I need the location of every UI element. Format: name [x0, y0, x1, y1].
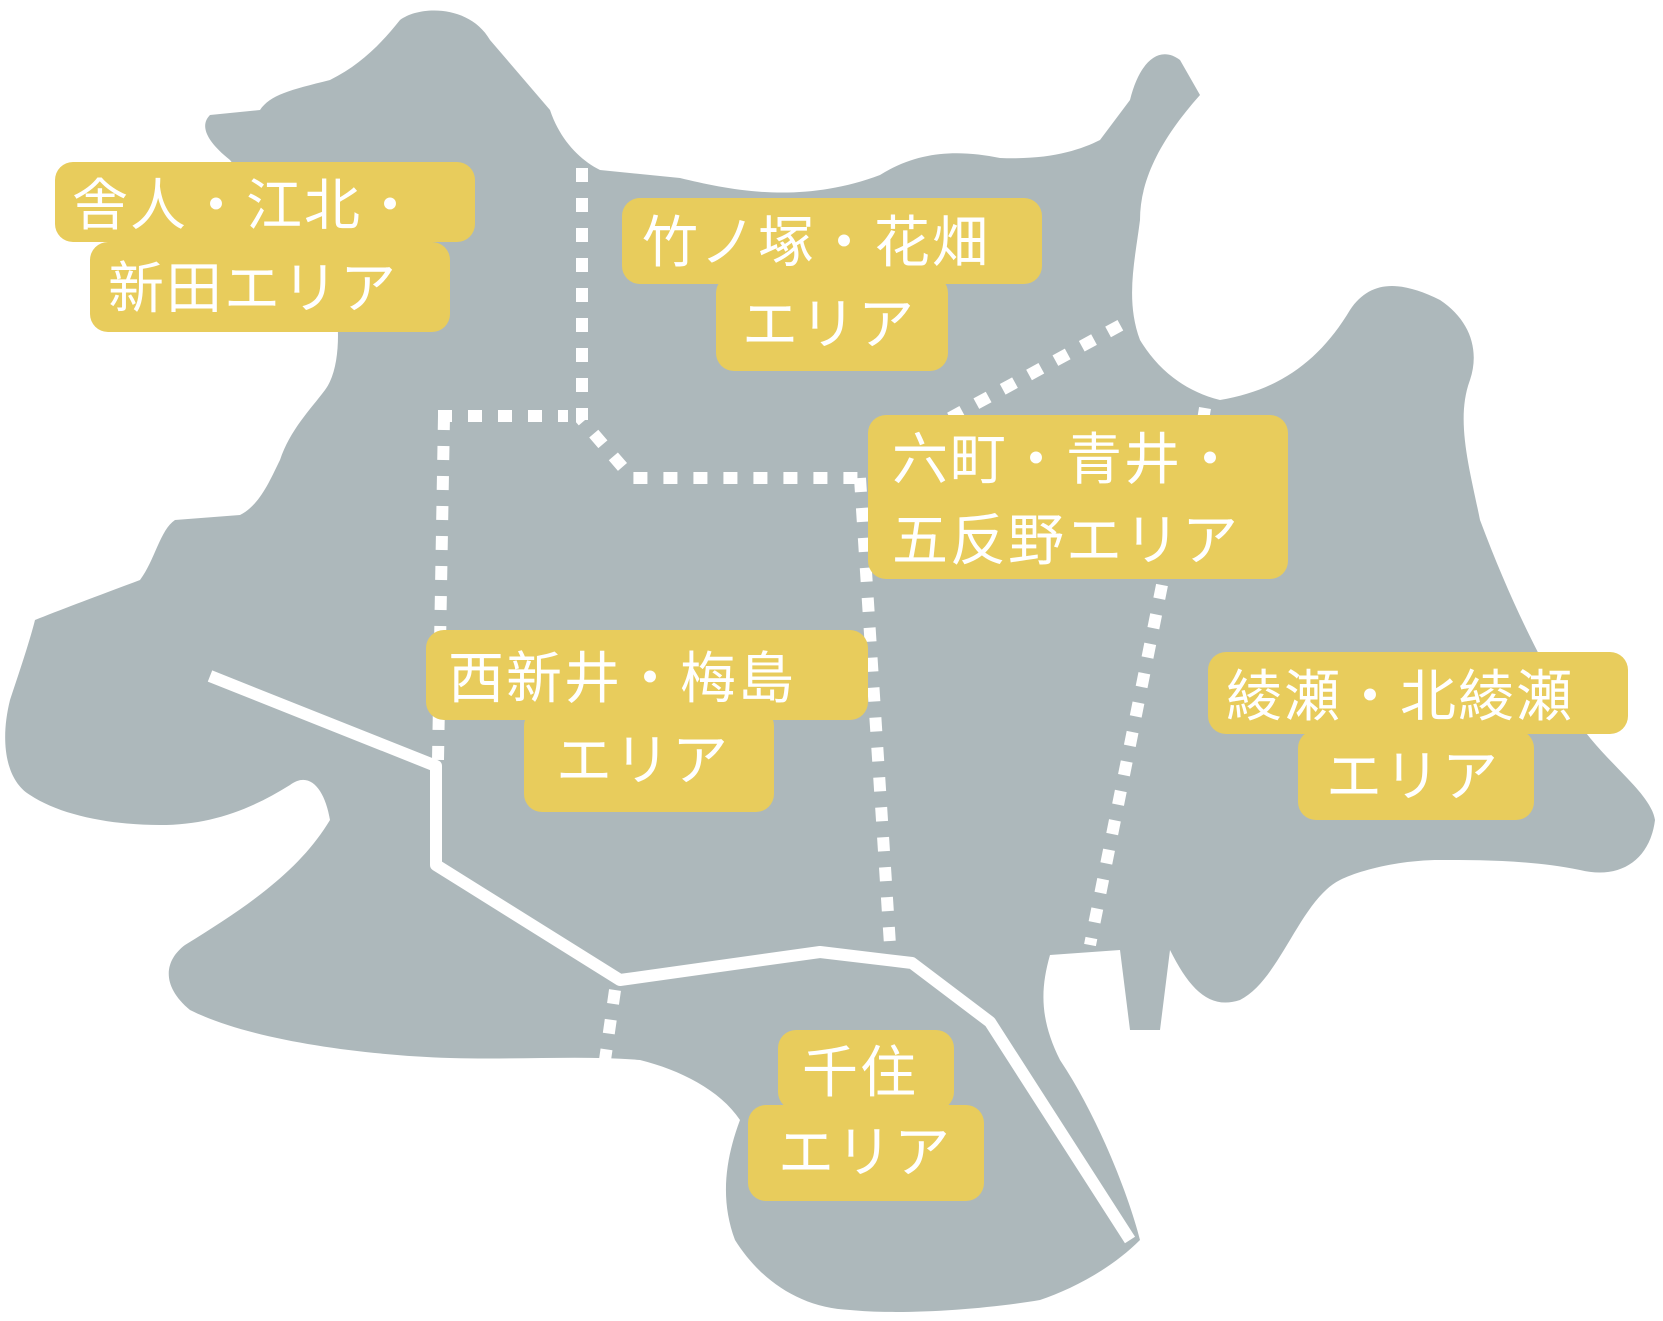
area-label-bg [778, 1030, 954, 1110]
area-label-bg [524, 708, 774, 812]
area-label-bg [90, 242, 450, 332]
rail-line [207, 670, 1136, 1244]
area-label-bg [1298, 730, 1534, 820]
area-label-text: エリア [1326, 745, 1500, 810]
area-label-text: 五反野エリア [892, 509, 1240, 574]
area-label-text: エリア [556, 729, 730, 794]
area-label-text: 舎人・江北・ [72, 174, 420, 239]
area-label-text: 千住 [802, 1041, 918, 1106]
area-label-text: 綾瀬・北綾瀬 [1226, 665, 1574, 730]
boundary-line [947, 314, 1133, 424]
area-label-bg [426, 630, 868, 720]
area-label-toneri-kohoku-shinden[interactable]: 舎人・江北・新田エリア [55, 162, 475, 332]
boundary-line [576, 168, 860, 484]
area-label-bg [1208, 652, 1628, 734]
area-label-text: エリア [778, 1121, 952, 1186]
area-label-bg [55, 162, 475, 242]
area-label-text: 六町・青井・ [892, 428, 1240, 493]
area-label-bg [716, 275, 948, 371]
boundary-line [1084, 583, 1168, 947]
area-label-rokucho-aoi-gotanno[interactable]: 六町・青井・五反野エリア [868, 415, 1288, 579]
area-labels: 舎人・江北・新田エリア竹ノ塚・花畑エリア六町・青井・五反野エリア西新井・梅島エリ… [55, 162, 1628, 1201]
boundary-line [599, 989, 621, 1061]
area-label-bg [622, 198, 1042, 284]
area-label-bg [748, 1105, 984, 1201]
area-label-text: 新田エリア [108, 257, 398, 322]
area-label-text: 西新井・梅島 [448, 647, 796, 712]
area-label-bg [868, 415, 1288, 579]
area-label-text: エリア [742, 293, 916, 358]
area-label-text: 竹ノ塚・花畑 [642, 211, 990, 276]
rail-lines [207, 670, 1136, 1244]
